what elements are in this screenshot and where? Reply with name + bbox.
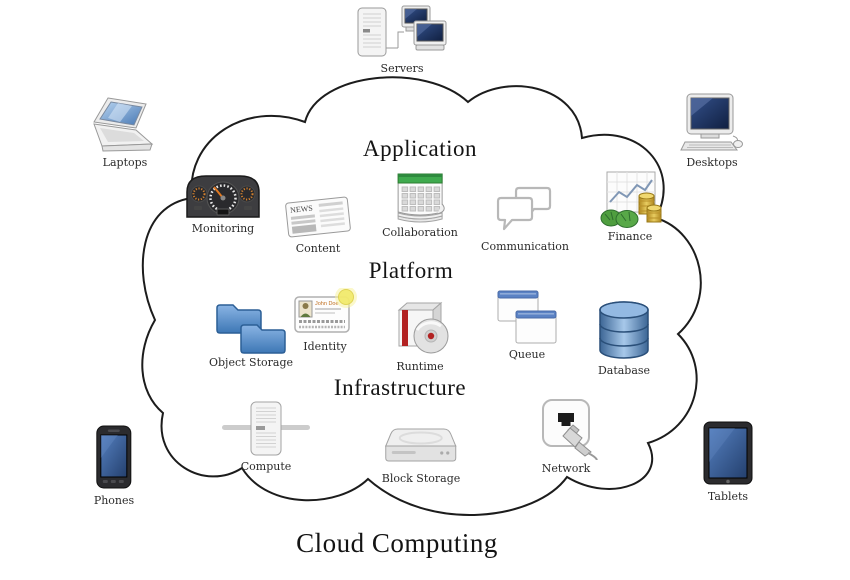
- calendar-icon: [390, 166, 450, 224]
- node-tablets: Tablets: [701, 420, 755, 503]
- node-label: Servers: [380, 62, 424, 75]
- ethernet-socket-plug-icon: [533, 398, 599, 460]
- node-label: Block Storage: [381, 472, 461, 485]
- node-network: Network: [533, 398, 599, 475]
- node-queue: Queue: [495, 288, 559, 361]
- node-phones: Phones: [94, 424, 134, 507]
- node-collaboration: Collaboration: [382, 166, 458, 239]
- node-laptops: Laptops: [88, 94, 162, 169]
- node-label: Communication: [481, 240, 569, 253]
- node-label: Queue: [508, 348, 546, 361]
- id-card-icon: John Doe: [293, 288, 357, 338]
- node-label: Laptops: [102, 156, 148, 169]
- desktop-icon: [679, 92, 745, 154]
- node-content: NEWS Content: [284, 194, 352, 255]
- node-label: Runtime: [396, 360, 444, 373]
- hard-disk-icon: [382, 426, 460, 470]
- id-card-name-text: John Doe: [315, 301, 339, 307]
- node-finance: Finance: [597, 170, 663, 243]
- diagram-caption: Cloud Computing: [296, 528, 498, 558]
- node-label: Compute: [240, 460, 292, 473]
- node-object-storage: Object Storage: [209, 294, 293, 369]
- software-box-cd-icon: [387, 298, 453, 358]
- laptop-icon: [88, 94, 162, 154]
- node-monitoring: Monitoring: [184, 172, 262, 235]
- node-block-storage: Block Storage: [381, 426, 461, 485]
- node-label: Tablets: [707, 490, 749, 503]
- node-label: Desktops: [686, 156, 738, 169]
- node-label: Content: [295, 242, 341, 255]
- folders-icon: [211, 294, 291, 354]
- node-label: Collaboration: [382, 226, 458, 239]
- node-servers: Servers: [350, 4, 454, 75]
- phone-icon: [94, 424, 134, 492]
- tablet-icon: [701, 420, 755, 488]
- node-database: Database: [595, 298, 653, 377]
- node-label: Phones: [93, 494, 135, 507]
- node-runtime: Runtime: [387, 298, 453, 373]
- node-communication: Communication: [481, 184, 569, 253]
- speech-bubbles-icon: [494, 184, 556, 238]
- node-label: Identity: [303, 340, 347, 353]
- node-label: Finance: [607, 230, 653, 243]
- node-label: Object Storage: [208, 356, 294, 369]
- finance-chart-money-icon: [597, 170, 663, 228]
- servers-icon: [350, 4, 454, 60]
- node-identity: John Doe Identity: [293, 288, 357, 353]
- node-desktops: Desktops: [679, 92, 745, 169]
- node-label: Database: [597, 364, 651, 377]
- database-cylinder-icon: [595, 298, 653, 362]
- windows-icon: [495, 288, 559, 346]
- node-compute: Compute: [222, 400, 310, 473]
- node-label: Network: [541, 462, 591, 475]
- server-unit-icon: [222, 400, 310, 458]
- newspaper-icon: NEWS: [282, 191, 354, 244]
- layer-title-application: Application: [362, 136, 478, 161]
- layer-title-platform: Platform: [368, 258, 454, 283]
- newspaper-masthead: NEWS: [290, 204, 313, 215]
- node-label: Monitoring: [191, 222, 255, 235]
- monitoring-gauge-icon: [184, 172, 262, 220]
- layer-title-infrastructure: Infrastructure: [333, 375, 467, 400]
